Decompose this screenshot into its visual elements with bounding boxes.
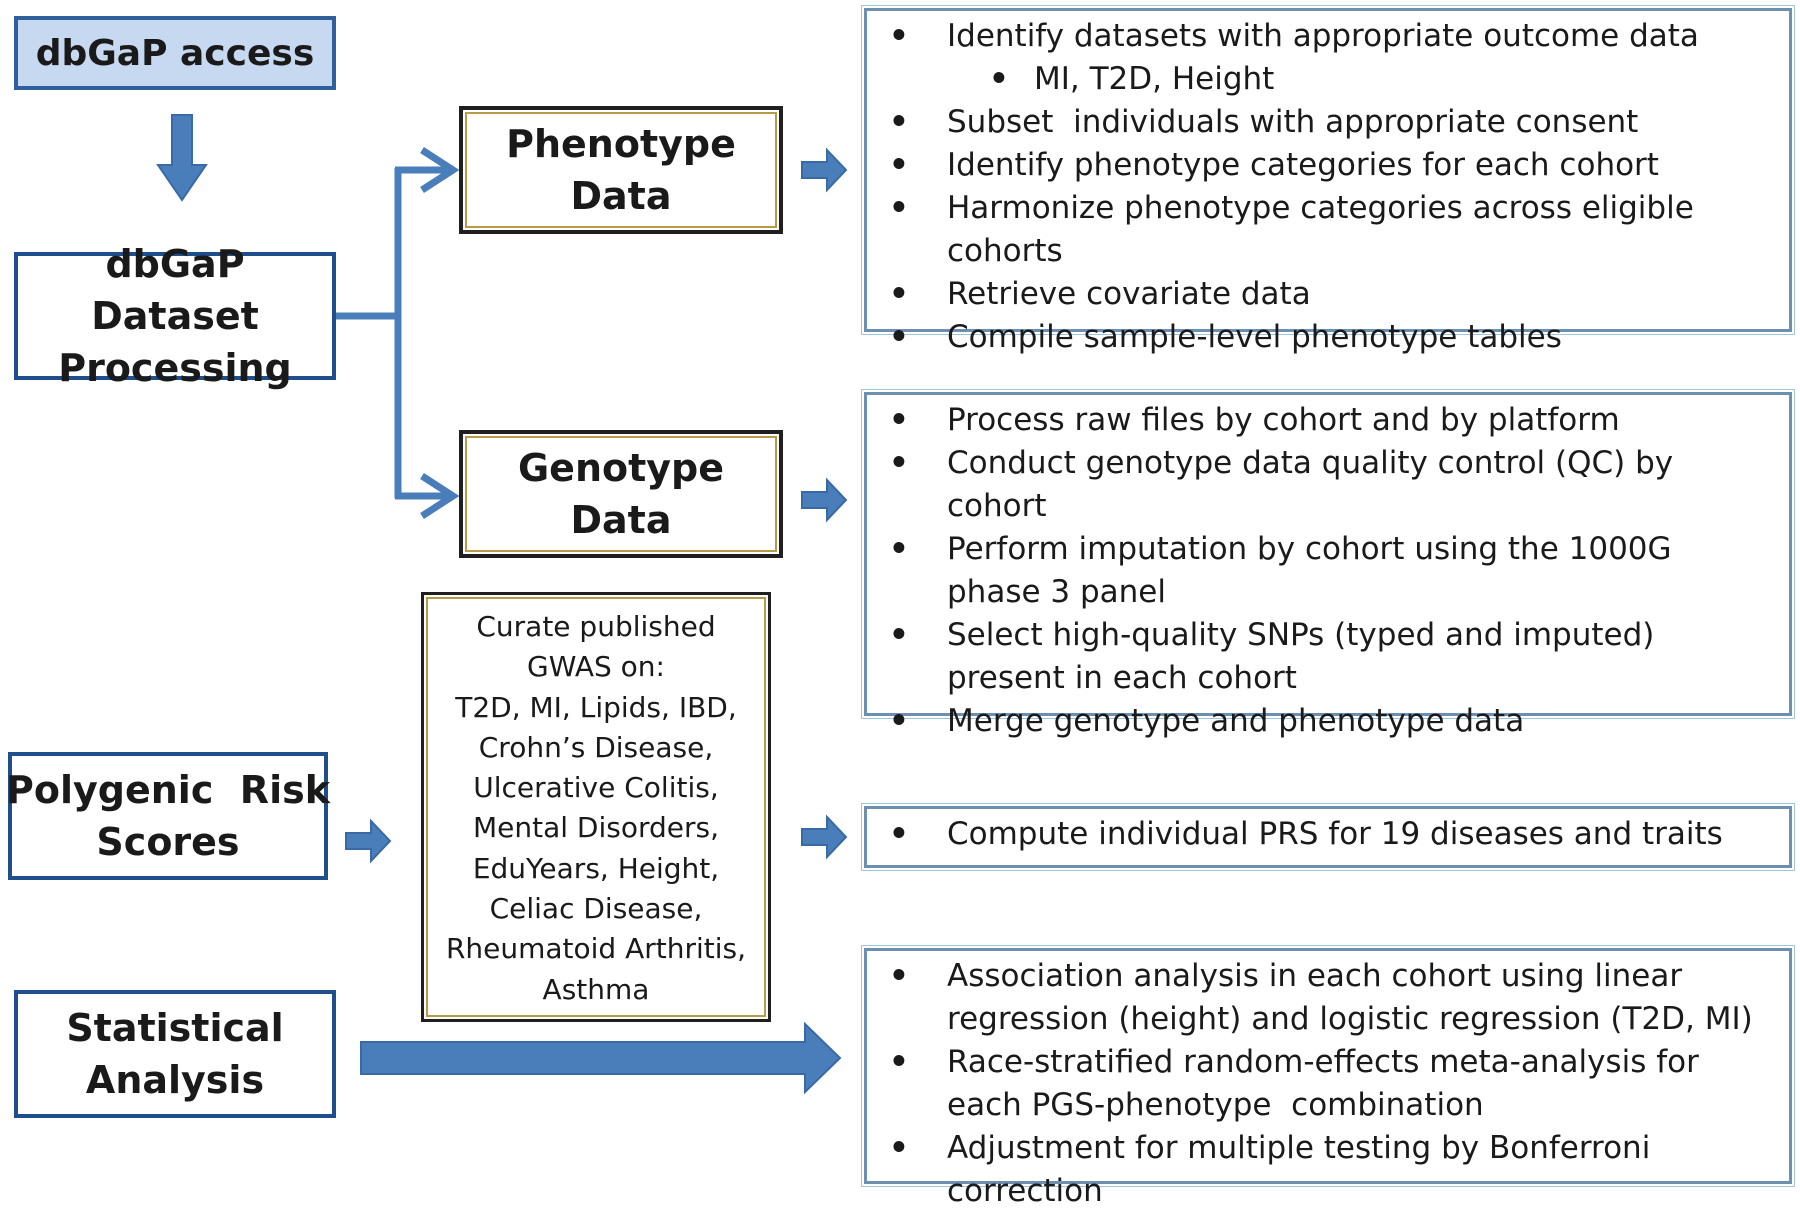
gwas-line: T2D, MI, Lipids, IBD, [455,690,737,724]
arrow-to-gwas [345,818,392,864]
statistical-analysis-box: Statistical Analysis [14,990,336,1118]
gwas-line: Asthma [542,972,650,1006]
phenotype-step: Subset individuals with appropriate cons… [887,101,1769,144]
gwas-line: Rheumatoid Arthritis, [445,932,747,966]
gwas-line: Ulcerative Colitis, [473,771,719,805]
genotype-line2: Data [570,498,672,542]
statistical-line1: Statistical [66,1006,284,1050]
gwas-line: Mental Disorders, [472,811,720,845]
statistical-line2: Analysis [85,1058,265,1102]
prs-box: Polygenic Risk Scores [6,752,330,880]
dbgap-access-box: dbGaP access [14,16,336,90]
dbgap-access-label: dbGaP access [35,32,315,74]
phenotype-line2: Data [570,174,672,218]
prs-line2: Scores [96,820,240,864]
gwas-line: Celiac Disease, [489,892,703,926]
arrow-analysis-steps [360,1021,842,1095]
genotype-step: Select high-quality SNPs (typed and impu… [887,614,1769,700]
genotype-step: Merge genotype and phenotype data [887,700,1769,743]
arrow-phenotype-steps [801,147,848,193]
genotype-data-box: Genotype Data [459,430,783,558]
phenotype-step: Identify phenotype categories for each c… [887,144,1769,187]
genotype-step: Perform imputation by cohort using the 1… [887,528,1769,614]
prs-line1: Polygenic Risk [6,768,330,812]
prs-step: Compute individual PRS for 19 diseases a… [887,813,1769,856]
dataset-processing-line1: dbGaP Dataset [91,242,259,338]
phenotype-line1: Phenotype [506,122,736,166]
prs-steps-panel: Compute individual PRS for 19 diseases a… [861,803,1795,871]
genotype-steps-panel: Process raw files by cohort and by platf… [861,389,1795,743]
phenotype-substep: MI, T2D, Height [887,58,1769,101]
genotype-line1: Genotype [517,446,725,490]
phenotype-step: Retrieve covariate data [887,273,1769,316]
dataset-processing-box: dbGaP Dataset Processing [14,242,336,390]
arrow-genotype-steps [801,477,848,523]
gwas-line: EduYears, Height, [472,851,720,885]
gwas-line: Curate published [476,610,716,643]
down-arrow [156,114,208,202]
phenotype-step: Compile sample-level phenotype tables [887,316,1769,359]
genotype-step: Conduct genotype data quality control (Q… [887,442,1769,528]
gwas-line: GWAS on: [527,650,665,684]
analysis-step: Adjustment for multiple testing by Bonfe… [887,1127,1769,1213]
branch-connector [335,147,460,519]
genotype-step: Process raw files by cohort and by platf… [887,399,1769,442]
dataset-processing-line2: Processing [58,346,292,390]
gwas-line: Crohn’s Disease, [478,730,714,764]
phenotype-data-box: Phenotype Data [459,106,783,234]
phenotype-step: Identify datasets with appropriate outco… [887,15,1769,58]
gwas-curation-box: Curate published GWAS on: T2D, MI, Lipid… [421,592,771,1022]
analysis-steps-panel: Association analysis in each cohort usin… [861,945,1795,1209]
arrow-prs-steps [801,814,848,860]
analysis-step: Association analysis in each cohort usin… [887,955,1769,1041]
phenotype-steps-panel: Identify datasets with appropriate outco… [861,5,1795,359]
analysis-step: Race-stratified random-effects meta-anal… [887,1041,1769,1127]
phenotype-step: Harmonize phenotype categories across el… [887,187,1769,273]
